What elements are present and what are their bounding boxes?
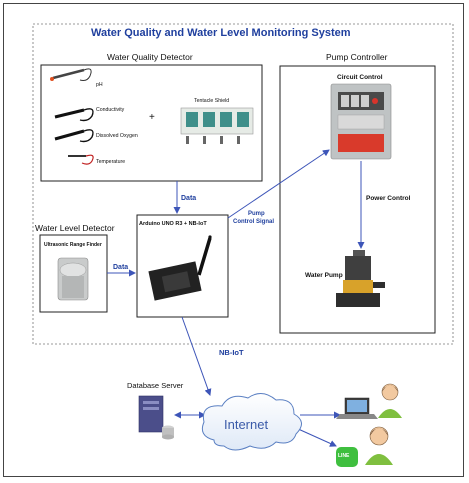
circuit-control-panel-icon bbox=[330, 83, 392, 160]
laptop-user-icon bbox=[336, 383, 402, 419]
arduino-board-icon bbox=[148, 235, 212, 301]
circuit-control-label: Circuit Control bbox=[337, 74, 383, 81]
sensor-conductivity-label: Conductivity bbox=[96, 107, 125, 113]
arrow-arduino-to-internet bbox=[181, 316, 212, 396]
data-left-label: Data bbox=[113, 264, 129, 271]
plus-sign: + bbox=[149, 112, 155, 123]
sensor-ph-label: pH bbox=[96, 82, 103, 88]
conductivity-probe-icon bbox=[54, 108, 94, 122]
internet-cloud-icon bbox=[201, 393, 302, 451]
ph-probe-icon bbox=[50, 68, 92, 81]
pump-controller-label: Pump Controller bbox=[326, 52, 388, 62]
water-level-label: Water Level Detector bbox=[35, 223, 115, 233]
sensor-temperature-label: Temperature bbox=[96, 159, 126, 165]
ultrasonic-sensor-icon bbox=[57, 257, 89, 301]
line-badge-label: LINE bbox=[338, 453, 350, 459]
nbiot-label: NB-IoT bbox=[219, 348, 244, 357]
database-label: Database Server bbox=[127, 381, 184, 390]
diagram-title: Water Quality and Water Level Monitoring… bbox=[91, 27, 351, 39]
water-pump-label: Water Pump bbox=[305, 272, 343, 279]
tentacle-shield-label: Tentacle Shield bbox=[194, 98, 230, 104]
outer-frame bbox=[3, 3, 464, 477]
arrow-arduino-to-circuit bbox=[227, 149, 330, 219]
dissolved-oxygen-probe-icon bbox=[54, 129, 94, 143]
arduino-label: Arduino UNO R3 + NB-IoT bbox=[139, 221, 207, 227]
data-top-label: Data bbox=[181, 195, 197, 202]
pump-control-label-1: Pump bbox=[248, 211, 265, 217]
water-pump-icon bbox=[336, 250, 385, 307]
system-boundary bbox=[32, 23, 454, 345]
tentacle-shield-icon bbox=[180, 107, 254, 144]
water-quality-label: Water Quality Detector bbox=[107, 52, 193, 62]
line-user-icon bbox=[336, 426, 393, 467]
ultrasonic-label: Ultrasonic Range Finder bbox=[44, 242, 102, 248]
pump-control-label-2: Control Signal bbox=[233, 219, 274, 225]
internet-label: Internet bbox=[224, 417, 269, 432]
database-server-icon bbox=[138, 395, 174, 440]
sensor-do-label: Dissolved Oxygen bbox=[96, 133, 138, 139]
power-control-label: Power Control bbox=[366, 195, 411, 202]
arrow-internet-to-line bbox=[295, 427, 337, 447]
temperature-probe-icon bbox=[68, 154, 94, 165]
